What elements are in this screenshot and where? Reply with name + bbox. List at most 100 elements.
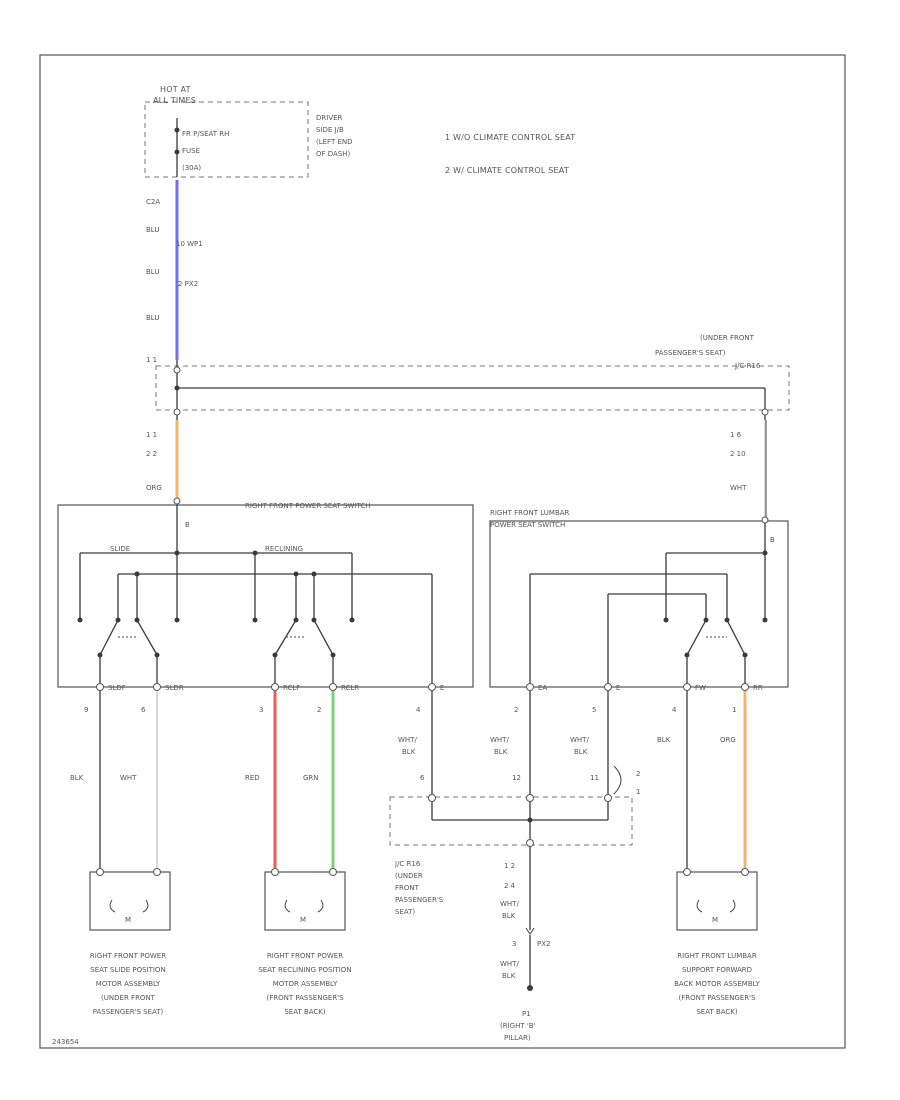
pin-label: 2 bbox=[317, 706, 321, 714]
motor-pin bbox=[683, 868, 691, 876]
switch-arm bbox=[99, 619, 119, 656]
switch-contact bbox=[252, 617, 258, 623]
connector-px2: 2 PX2 bbox=[178, 280, 198, 288]
wire-label-whtblk: WHT/ bbox=[398, 736, 417, 744]
fuse-node bbox=[174, 149, 180, 155]
lumbar-switch-label-2: POWER SEAT SWITCH bbox=[490, 521, 565, 529]
junction-connector-bottom bbox=[389, 796, 633, 846]
motor-caption: (FRONT PASSENGER'S bbox=[678, 994, 756, 1002]
terminal-pin bbox=[741, 683, 749, 691]
wire-label-org: ORG bbox=[720, 736, 736, 744]
terminal-b: B bbox=[770, 536, 775, 544]
pin-label: 1 6 bbox=[730, 431, 742, 439]
motor-symbol: M bbox=[712, 916, 718, 924]
lumbar-motor: M bbox=[676, 868, 758, 931]
pin-label: 3 bbox=[512, 940, 516, 948]
pin-label: 2 2 bbox=[146, 450, 157, 458]
motor-symbol: M bbox=[300, 916, 306, 924]
motor-brush bbox=[109, 899, 149, 913]
junction-label-b: PASSENGER'S SEAT) bbox=[655, 349, 726, 357]
wire-label-blk: BLK bbox=[70, 774, 84, 782]
splice-node bbox=[174, 550, 180, 556]
pin-label: 6 bbox=[141, 706, 146, 714]
motor-caption: SEAT RECLINING POSITION bbox=[258, 966, 351, 974]
terminal-label: RCLF bbox=[283, 684, 300, 692]
junction-label: SEAT) bbox=[395, 908, 415, 916]
terminal-pin bbox=[153, 683, 161, 691]
switch-contact bbox=[174, 617, 180, 623]
motor-caption: BACK MOTOR ASSEMBLY bbox=[674, 980, 761, 988]
switch-arm bbox=[686, 619, 707, 656]
motor-pin bbox=[741, 868, 749, 876]
terminal-label: EA bbox=[538, 684, 547, 692]
reclining-label: RECLINING bbox=[265, 545, 303, 553]
ground-label: P1 bbox=[522, 1010, 531, 1018]
pin-label: 2 bbox=[514, 706, 518, 714]
junction-box-outline bbox=[144, 101, 309, 178]
connector-pin bbox=[173, 366, 181, 374]
junction-label: FRONT bbox=[395, 884, 420, 892]
jb-label-3: (LEFT END bbox=[316, 138, 353, 146]
switch-arm bbox=[136, 619, 158, 656]
connector-bracket bbox=[613, 765, 622, 795]
pin-label: 2 10 bbox=[730, 450, 746, 458]
wire-label-whtblk: WHT/ bbox=[570, 736, 589, 744]
splice-node bbox=[174, 385, 180, 391]
power-seat-switch-box bbox=[57, 504, 474, 688]
pin-label: 1 bbox=[636, 788, 640, 796]
terminal-pin bbox=[604, 683, 612, 691]
connector-pin bbox=[761, 516, 769, 524]
terminal-label: SLDF bbox=[108, 684, 126, 692]
switch-arm bbox=[726, 619, 746, 656]
slide-motor-box bbox=[89, 871, 171, 931]
motor-caption: RIGHT FRONT LUMBAR bbox=[677, 952, 757, 960]
wire-label-blu: BLU bbox=[146, 314, 159, 322]
pin-label: 3 bbox=[259, 706, 263, 714]
junction-label: PASSENGER'S bbox=[395, 896, 444, 904]
connector-wp1: 10 WP1 bbox=[176, 240, 203, 248]
terminal-label: SLDR bbox=[165, 684, 184, 692]
wire-label-red: RED bbox=[245, 774, 260, 782]
motor-brush bbox=[284, 899, 324, 913]
recline-motor: M bbox=[264, 868, 346, 931]
wire-label-whtblk: BLK bbox=[502, 912, 516, 920]
motor-pin bbox=[271, 868, 279, 876]
wire-label-grn: GRN bbox=[303, 774, 319, 782]
pin-label: 1 1 bbox=[146, 431, 157, 439]
pin-label: 1 bbox=[732, 706, 736, 714]
jb-label-1: DRIVER bbox=[316, 114, 343, 122]
ground-label: (RIGHT 'B' bbox=[500, 1022, 536, 1030]
motor-caption: (FRONT PASSENGER'S bbox=[266, 994, 344, 1002]
connector-pin bbox=[604, 794, 612, 802]
junction-label-a: (UNDER FRONT bbox=[700, 334, 755, 342]
terminal-pin bbox=[329, 683, 337, 691]
motor-brush bbox=[696, 899, 736, 913]
wire-label-wht: WHT bbox=[730, 484, 747, 492]
switch-arm bbox=[313, 619, 334, 656]
motor-caption: RIGHT FRONT POWER bbox=[267, 952, 343, 960]
splice-node bbox=[762, 550, 768, 556]
pin-label: 2 bbox=[636, 770, 640, 778]
pin-label: 2 4 bbox=[504, 882, 516, 890]
recline-motor-box bbox=[264, 871, 346, 931]
motor-caption: PASSENGER'S SEAT) bbox=[93, 1008, 164, 1016]
motor-pin bbox=[153, 868, 161, 876]
wire-label-c2a: C2A bbox=[146, 198, 160, 206]
pin-label: 1 1 bbox=[146, 356, 157, 364]
power-label-2: ALL TIMES bbox=[153, 96, 196, 105]
motor-caption: SEAT BACK) bbox=[696, 1008, 738, 1016]
wire-label-whtblk: BLK bbox=[574, 748, 588, 756]
motor-caption: RIGHT FRONT POWER bbox=[90, 952, 166, 960]
connector-px2: PX2 bbox=[537, 940, 550, 948]
connector-pin bbox=[173, 497, 181, 505]
slide-label: SLIDE bbox=[110, 545, 130, 553]
connector-pin bbox=[761, 408, 769, 416]
fuse-label-2: FUSE bbox=[182, 147, 200, 155]
ground-label: PILLAR) bbox=[504, 1034, 531, 1042]
wire-label-whtblk: WHT/ bbox=[500, 900, 519, 908]
legend-item-2: 2 W/ CLIMATE CONTROL SEAT bbox=[445, 166, 569, 175]
motor-caption: SUPPORT FORWARD bbox=[682, 966, 752, 974]
connector-pin bbox=[428, 794, 436, 802]
terminal-pin bbox=[526, 683, 534, 691]
